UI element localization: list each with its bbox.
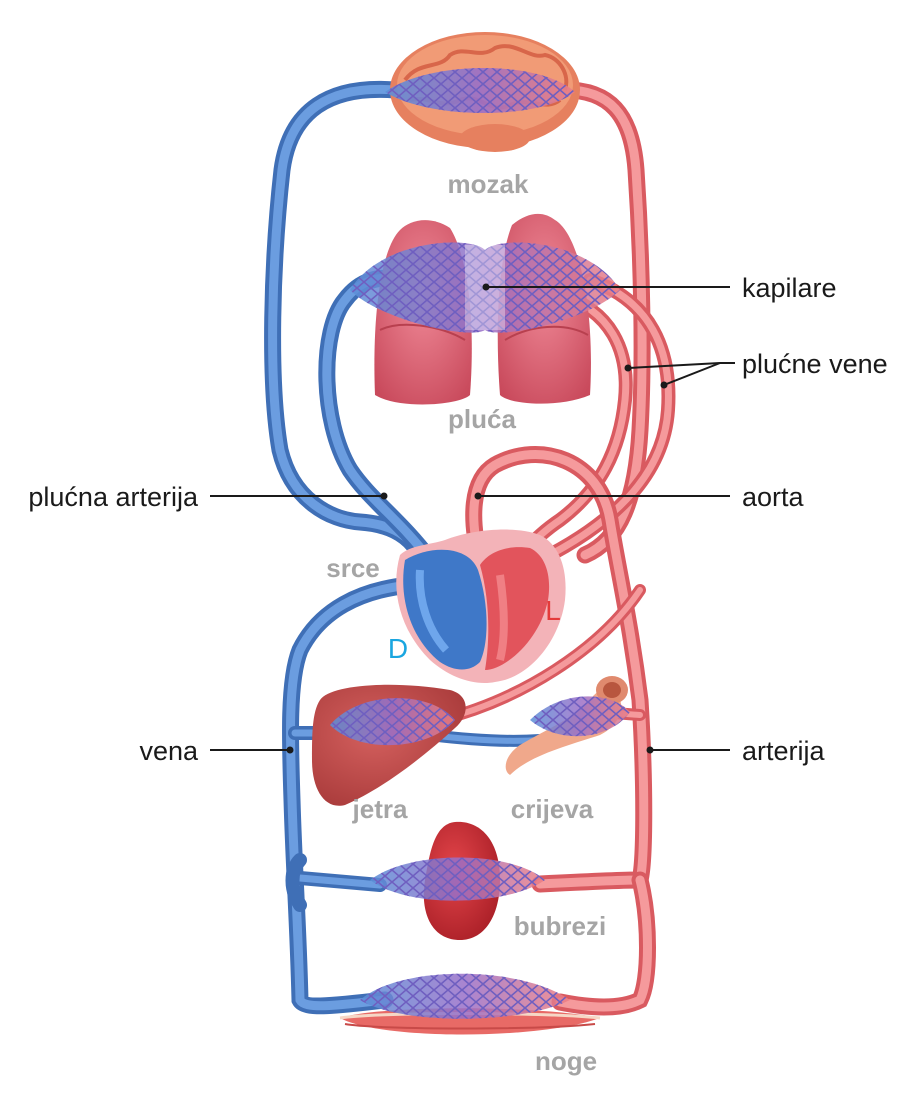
label-lungs: pluća: [448, 404, 516, 434]
callout-aorta: aorta: [742, 482, 805, 512]
arterial-vessels: [434, 81, 676, 1016]
label-kidneys: bubrezi: [514, 911, 606, 941]
callout-pulmonary-artery: plućna arterija: [28, 482, 199, 512]
brain-capillary-bed: [385, 68, 575, 113]
legs-capillary-bed: [360, 973, 570, 1019]
intestines-capillary-bed: [530, 696, 630, 737]
callout-vein: vena: [139, 736, 199, 766]
callout-pulmonary-veins: plućne vene: [742, 349, 888, 379]
kidneys-capillary-bed: [370, 857, 545, 901]
label-liver: jetra: [352, 794, 408, 824]
organ-labels: mozak pluća srce jetra crijeva bubrezi n…: [326, 169, 606, 1076]
label-heart: srce: [326, 553, 380, 583]
liver-capillary-bed: [330, 698, 455, 746]
callout-artery: arterija: [742, 736, 826, 766]
venous-vessels: [264, 80, 546, 1015]
label-intestines: crijeva: [511, 794, 594, 824]
callout-capillaries: kapilare: [742, 273, 837, 303]
label-brain: mozak: [448, 169, 529, 199]
label-legs: noge: [535, 1046, 597, 1076]
heart-organ: [396, 529, 566, 684]
heart-left-side-label: L: [545, 595, 561, 626]
heart-right-side-label: D: [388, 633, 408, 664]
callouts: kapilare plućne vene plućna arterija aor…: [28, 273, 887, 766]
